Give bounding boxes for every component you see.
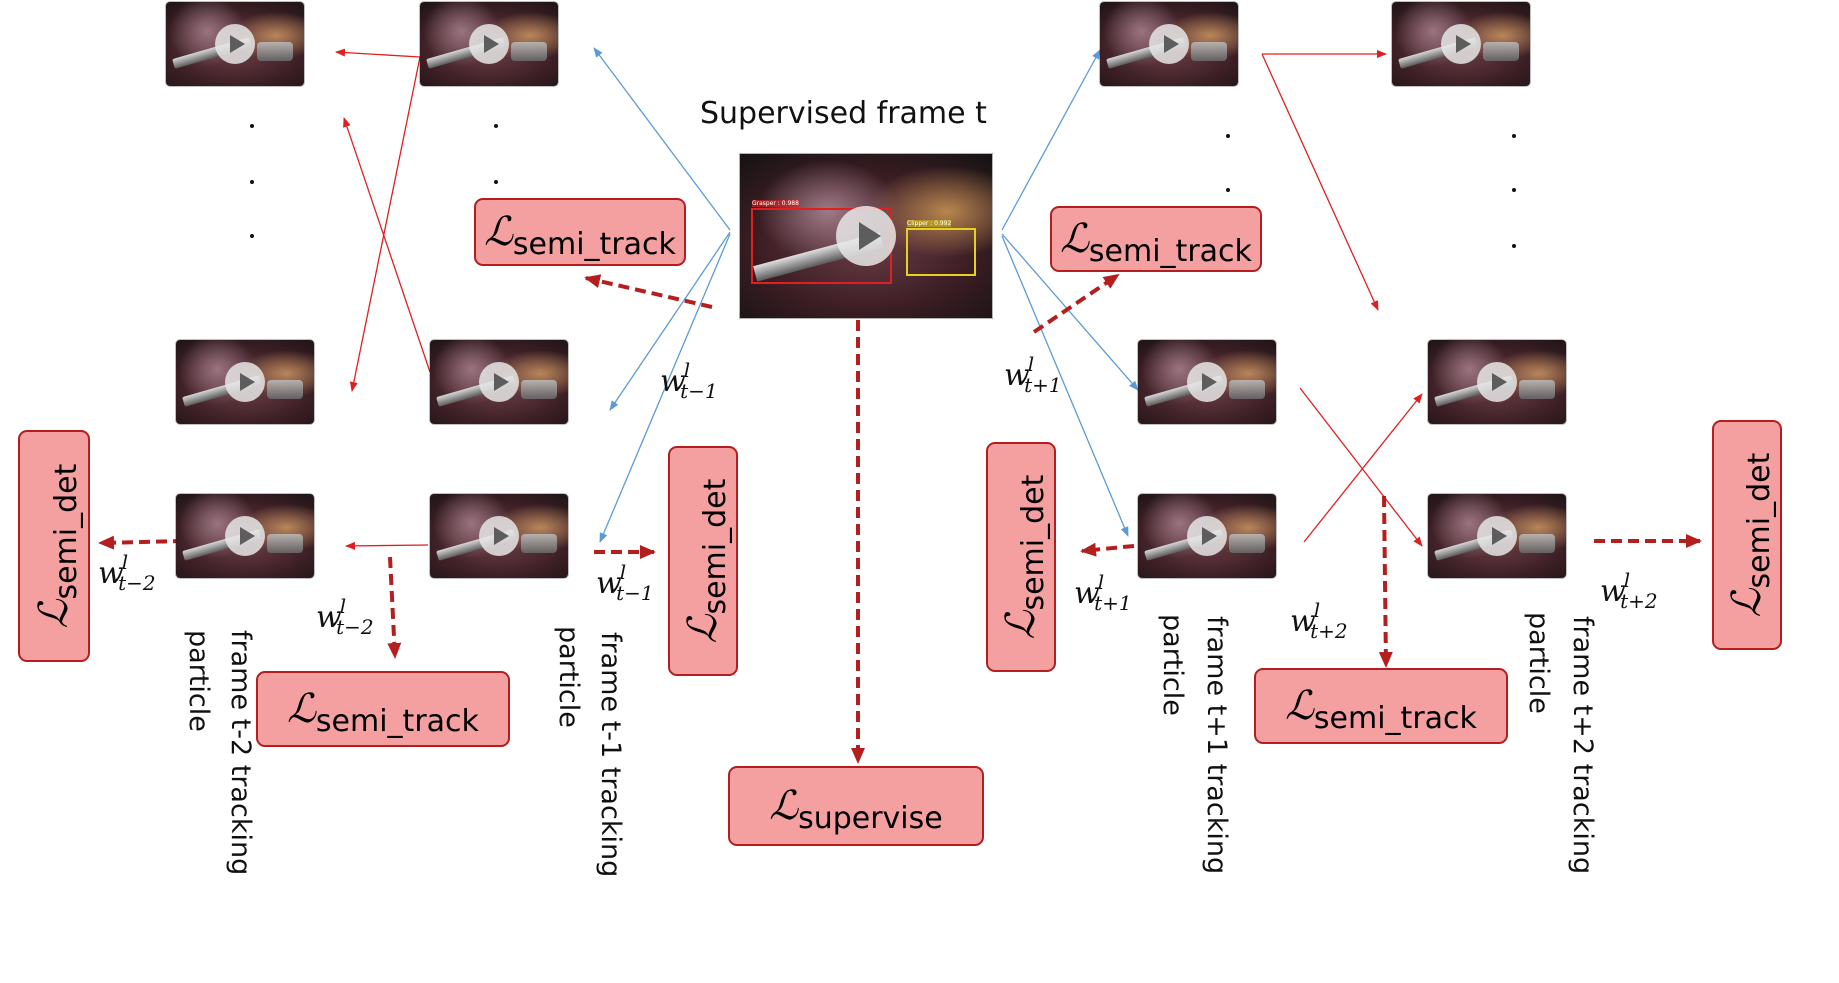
red-arrows-left <box>335 48 431 550</box>
particle-label: particle <box>183 630 214 732</box>
weight-label-t-plus-1: wlt+1 <box>1004 352 1062 397</box>
frame-label-t-plus-2: frame t+2 tracking <box>1567 616 1598 875</box>
play-icon[interactable] <box>225 362 265 402</box>
blue-arrow <box>1001 233 1139 391</box>
weight-label-t-minus-1: wlt−1 <box>660 358 718 403</box>
play-icon[interactable] <box>1149 24 1189 64</box>
blue-arrow <box>1001 235 1129 537</box>
grasper-detection-label: Grasper : 0.988 <box>752 200 799 207</box>
weight-label-t-minus-2: wlt−2 <box>98 550 156 595</box>
dashed-arrow <box>584 274 713 309</box>
ellipsis-dot <box>1512 188 1516 192</box>
weight-label-t-plus-1: wlt+1 <box>1074 570 1132 615</box>
frame-thumbnail <box>420 2 558 86</box>
play-icon[interactable] <box>1187 516 1227 556</box>
clipper-bounding-box <box>906 228 976 276</box>
dashed-arrow <box>387 556 402 659</box>
ellipsis-dot <box>250 234 254 238</box>
blue-arrow <box>593 47 731 231</box>
ellipsis-dot <box>1226 134 1230 138</box>
blue-arrow <box>609 231 731 411</box>
dashed-arrow <box>1080 542 1135 557</box>
weight-label-t-plus-2: wlt+2 <box>1290 598 1348 643</box>
play-icon[interactable] <box>1477 516 1517 556</box>
frame-thumbnail <box>1428 340 1566 424</box>
frame-label-t-plus-1: frame t+1 tracking <box>1201 616 1232 875</box>
weight-label-t-plus-2: wlt+2 <box>1600 568 1658 613</box>
particle-label: particle <box>1157 614 1188 716</box>
supervised-frame-image: Grasper : 0.988 Clipper : 0.992 <box>740 154 992 318</box>
play-icon[interactable] <box>1441 24 1481 64</box>
frame-label-t-minus-1: frame t-1 tracking <box>595 632 626 878</box>
frame-thumbnail <box>1138 340 1276 424</box>
frame-thumbnail <box>1392 2 1530 86</box>
red-arrow <box>1261 53 1379 311</box>
particle-label: particle <box>1523 612 1554 714</box>
red-arrow <box>1299 387 1423 547</box>
blue-arrow <box>1001 49 1101 231</box>
ellipsis-dot <box>494 180 498 184</box>
clipper-detection-label: Clipper : 0.992 <box>907 220 952 227</box>
play-icon[interactable] <box>836 206 896 266</box>
dashed-arrow <box>98 535 185 550</box>
red-arrow <box>345 541 429 550</box>
frame-thumbnail <box>176 494 314 578</box>
frame-thumbnail <box>166 2 304 86</box>
blue-arrows <box>593 47 1139 543</box>
dashed-arrow <box>1032 273 1120 334</box>
play-icon[interactable] <box>215 24 255 64</box>
frame-thumbnail <box>430 340 568 424</box>
frame-thumbnail <box>430 494 568 578</box>
supervised-frame-title: Supervised frame t <box>700 96 987 131</box>
play-icon[interactable] <box>479 362 519 402</box>
frame-thumbnail <box>1428 494 1566 578</box>
ellipsis-dot <box>1226 188 1230 192</box>
ellipsis-dot <box>494 124 498 128</box>
frame-thumbnail <box>1100 2 1238 86</box>
ellipsis-dot <box>250 124 254 128</box>
play-icon[interactable] <box>469 24 509 64</box>
dashed-arrow <box>1378 495 1393 668</box>
red-arrow <box>343 117 431 373</box>
frame-thumbnail <box>176 340 314 424</box>
particle-label: particle <box>553 626 584 728</box>
red-arrows-right <box>1261 50 1423 547</box>
red-arrow <box>1303 393 1423 543</box>
frame-label-t-minus-2: frame t-2 tracking <box>225 630 256 876</box>
weight-label-t-minus-1: wlt−1 <box>596 560 654 605</box>
ellipsis-dot <box>250 180 254 184</box>
play-icon[interactable] <box>1187 362 1227 402</box>
weight-label-t-minus-2: wlt−2 <box>316 594 374 639</box>
play-icon[interactable] <box>479 516 519 556</box>
frame-thumbnail <box>1138 494 1276 578</box>
play-icon[interactable] <box>225 516 265 556</box>
dashed-arrows <box>98 273 1702 764</box>
red-arrow <box>335 48 421 58</box>
red-arrow <box>349 56 421 392</box>
ellipsis-dot <box>1512 244 1516 248</box>
play-icon[interactable] <box>1477 362 1517 402</box>
blue-arrow <box>599 233 731 543</box>
ellipsis-dot <box>1512 134 1516 138</box>
